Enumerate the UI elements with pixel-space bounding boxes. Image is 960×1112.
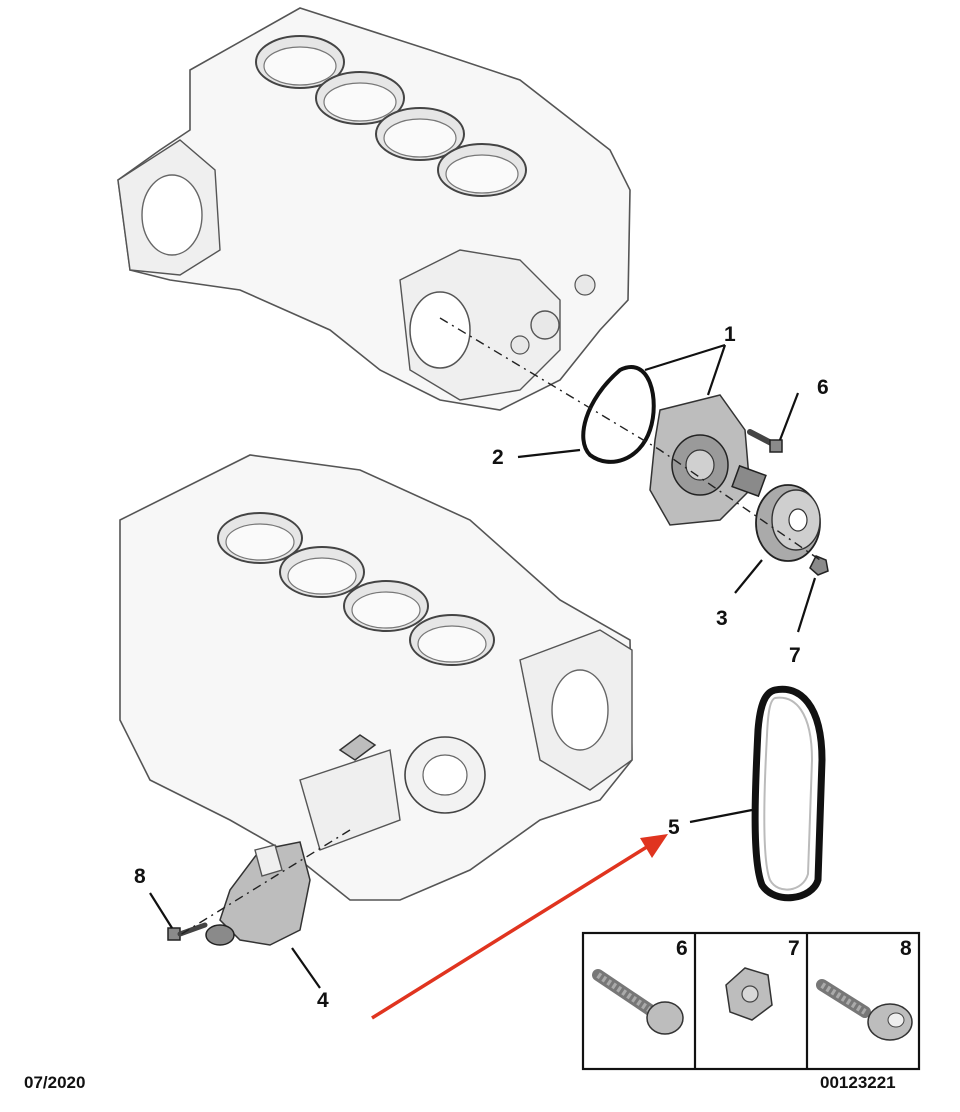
drive-belt-icon [751, 685, 826, 902]
fastener-legend [581, 931, 921, 1071]
gasket-icon [581, 365, 656, 464]
callout-1: 1 [724, 323, 736, 346]
callout-8: 8 [134, 865, 146, 888]
callout-5: 5 [668, 816, 680, 839]
hex-nut-icon [725, 967, 773, 1021]
assembly-axis-bracket [179, 829, 351, 936]
callout-2: 2 [492, 446, 504, 469]
water-pump-icon [649, 394, 767, 526]
legend-cell-8-number: 8 [900, 937, 912, 960]
engine-block-lower [119, 454, 633, 901]
engine-block-upper [117, 7, 631, 411]
bolt-8-icon [167, 922, 208, 941]
flange-bolt-icon [592, 969, 684, 1035]
callout-3: 3 [716, 607, 728, 630]
bracket-icon [205, 841, 311, 946]
footer-reference: 00123221 [820, 1073, 896, 1092]
legend-cell-6-number: 6 [676, 937, 688, 960]
callout-4: 4 [317, 989, 329, 1012]
footer-date: 07/2020 [24, 1073, 86, 1092]
callout-leaders [149, 343, 817, 989]
assembly-axis-pump [439, 317, 821, 561]
shouldered-bolt-icon [816, 979, 913, 1041]
callout-7: 7 [789, 644, 801, 667]
bolt-6-icon [747, 429, 783, 453]
nut-7-icon [809, 555, 829, 576]
callout-6: 6 [817, 376, 829, 399]
red-arrow-icon [371, 834, 668, 1020]
legend-cell-7-number: 7 [788, 937, 800, 960]
